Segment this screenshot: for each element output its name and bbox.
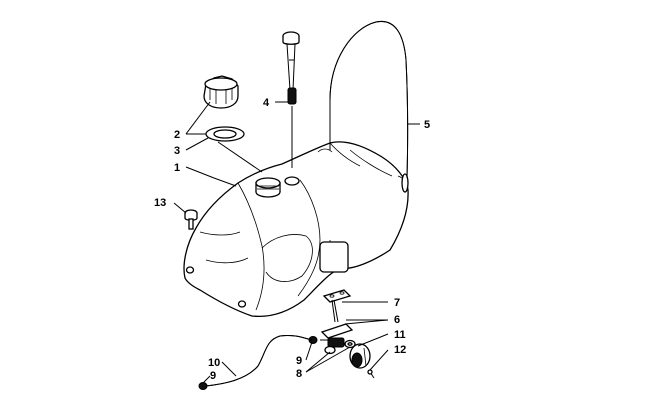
callout-2: 2 [174, 129, 180, 141]
fuel-cap [203, 75, 239, 109]
callout-5: 5 [424, 119, 430, 131]
callout-6: 6 [394, 314, 400, 326]
callout-1: 1 [174, 162, 180, 174]
callout-12: 12 [394, 344, 406, 356]
callout-13: 13 [154, 197, 166, 209]
mounting-bolt [184, 209, 198, 230]
hose-clamp-upper [308, 336, 318, 344]
knob-screw [367, 369, 375, 379]
callout-8: 8 [296, 368, 302, 380]
cap-gasket [205, 126, 245, 142]
vent-hose [329, 20, 409, 179]
washers [324, 339, 356, 355]
fuel-tank [183, 141, 409, 318]
callout-9-upper: 9 [296, 355, 302, 367]
filler-neck [255, 177, 281, 198]
hose-clamp-lower [198, 382, 208, 390]
callout-4: 4 [263, 97, 270, 109]
callout-labels: 2 3 1 4 5 13 7 6 11 12 9 8 10 9 [154, 97, 430, 382]
fuel-gauge-sender [282, 31, 300, 168]
callout-3: 3 [174, 145, 180, 157]
callout-7: 7 [394, 297, 400, 309]
fuel-valve [320, 299, 354, 348]
callout-9-lower: 9 [210, 370, 216, 382]
valve-knob [349, 343, 371, 369]
valve-gasket [322, 289, 352, 303]
leader-lines [173, 101, 420, 384]
fuel-line-hose [205, 335, 313, 387]
callout-10: 10 [208, 357, 220, 369]
callout-11: 11 [394, 329, 406, 341]
